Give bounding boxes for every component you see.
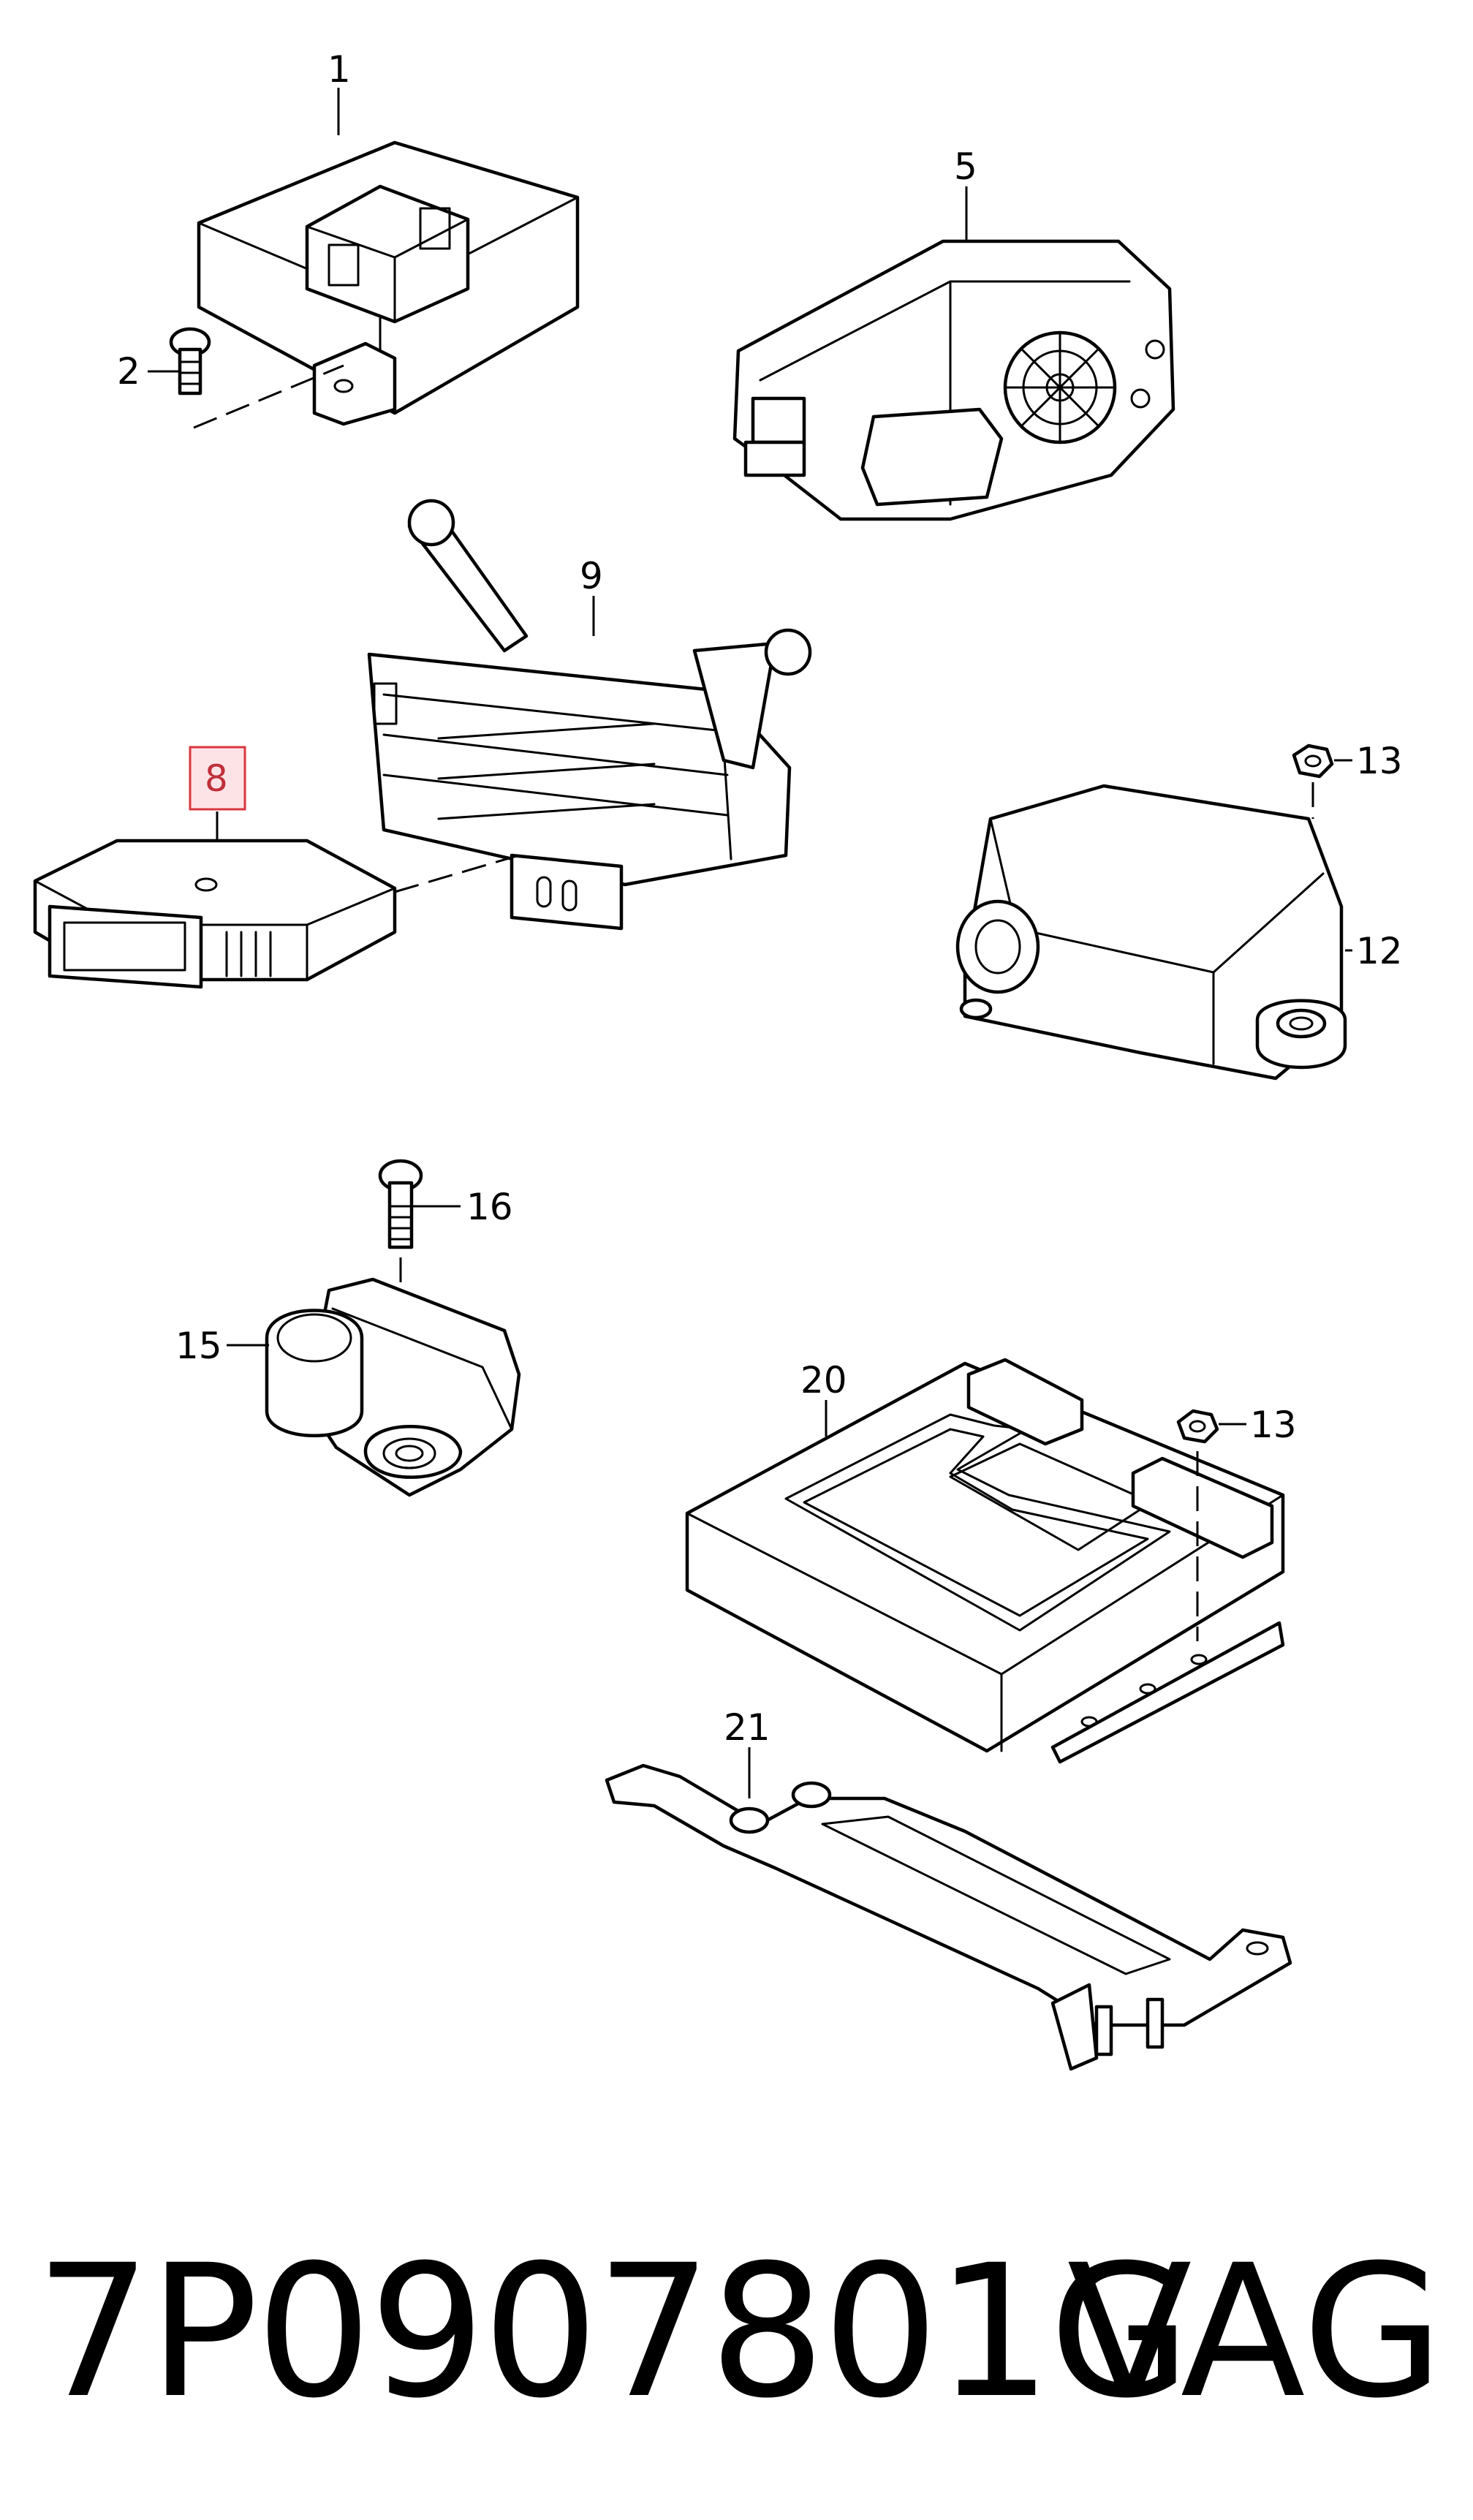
part-number: 7P0907801G — [35, 2225, 1191, 2438]
callout-15: 15 — [175, 1325, 222, 1367]
callout-20: 20 — [800, 1359, 847, 1401]
callout-13-bottom: 13 — [1250, 1404, 1297, 1446]
part-13-nut-top — [1292, 743, 1334, 779]
part-16-bolt — [378, 1159, 423, 1249]
part-8-control-unit — [33, 839, 397, 989]
part-12-sensor — [955, 784, 1347, 1081]
callout-12: 12 — [1356, 930, 1403, 972]
part-2-screw — [148, 327, 211, 396]
callout-8-highlight — [189, 746, 246, 811]
callout-2: 2 — [117, 350, 140, 393]
callout-8: 8 — [205, 757, 228, 800]
part-13-nut-bottom — [1176, 1409, 1219, 1444]
callout-9: 9 — [580, 555, 603, 597]
part-9-bracket — [367, 499, 812, 931]
callout-16: 16 — [466, 1186, 513, 1228]
callout-5: 5 — [954, 145, 977, 188]
part-15-crash-sensor — [265, 1277, 521, 1497]
callout-13-top: 13 — [1356, 740, 1403, 782]
part-1-control-box — [197, 140, 580, 426]
part-20-control-unit — [685, 1358, 1285, 1764]
footer: 7P0907801G VAG — [0, 2215, 1473, 2449]
brand-label: VAG — [1067, 2225, 1444, 2438]
part-5-housing — [732, 239, 1175, 521]
callout-1: 1 — [327, 48, 351, 91]
part-21-bracket — [605, 1763, 1292, 2071]
callout-21: 21 — [724, 1706, 770, 1749]
